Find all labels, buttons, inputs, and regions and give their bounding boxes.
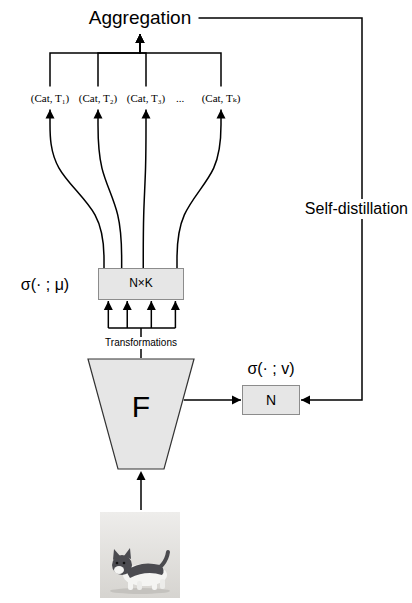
arrow-head [301, 396, 310, 405]
output-pair: (Cat, Tₖ) [199, 90, 244, 107]
connector [184, 396, 241, 405]
node-text: F [132, 390, 150, 425]
node-text: (Cat, T₁) [31, 92, 69, 105]
arrow-head [142, 110, 151, 119]
arrow-head [136, 34, 145, 43]
cat-photo [100, 512, 180, 598]
feature-extractor: F [87, 358, 195, 470]
cat-leg [160, 579, 165, 589]
cat-muzzle [114, 566, 124, 574]
output-pair: (Cat, T₃) [124, 90, 169, 107]
cat-leg [128, 580, 133, 590]
projection-head-box: N×K [98, 268, 184, 300]
transformations-label: Transformations [103, 337, 179, 349]
arrow-head [136, 34, 145, 43]
cat-ear [113, 549, 120, 560]
projection-head-box: N [242, 385, 300, 415]
input-arrow-head [137, 471, 146, 480]
cat-leg [137, 581, 142, 590]
connector [46, 110, 105, 269]
connector-line [98, 34, 140, 87]
connector [98, 34, 145, 87]
node-text: Aggregation [89, 7, 191, 29]
connector-line [177, 110, 221, 269]
connector [94, 110, 122, 269]
connector-line [98, 110, 122, 269]
connector [104, 301, 180, 358]
node-text: N×K [129, 277, 153, 291]
cat-eye [116, 562, 119, 565]
trapezoid-shape [88, 359, 194, 469]
arrow-head [217, 110, 226, 119]
arrow-head [147, 301, 156, 310]
input-arrow [137, 471, 146, 510]
connector [50, 34, 145, 87]
connector [177, 110, 226, 269]
arrow-head [171, 301, 180, 310]
connector [136, 34, 147, 87]
input-arrow-line [140, 478, 142, 510]
connector [136, 34, 222, 87]
node-text: (Cat, T₃) [127, 92, 165, 105]
node-text: (Cat, T₂) [79, 92, 117, 105]
cat-ear [124, 548, 131, 559]
photo-background [100, 512, 180, 598]
cat-leg [152, 580, 157, 590]
node-text: (Cat, Tₖ) [202, 92, 241, 105]
head-function-label: σ(· ; v) [247, 360, 294, 378]
arrow-head [232, 396, 241, 405]
ellipsis: ... [176, 92, 184, 105]
connector-line [50, 110, 104, 269]
output-pair: (Cat, T₂) [76, 90, 121, 107]
arrow-head [94, 110, 103, 119]
connector-line [140, 34, 221, 87]
edge-label: Self-distillation [304, 199, 409, 219]
arrow-head [123, 301, 132, 310]
arrow-head [136, 34, 145, 43]
cat-eye [123, 562, 126, 565]
connector-line [108, 327, 175, 329]
head-function-label: σ(· ; μ) [21, 276, 69, 294]
connector-line [50, 34, 140, 87]
connector [142, 110, 151, 269]
output-pair: (Cat, T₁) [28, 90, 73, 107]
connector-line [143, 110, 146, 269]
arrow-head [136, 34, 145, 43]
aggregation-node: Aggregation [86, 5, 195, 31]
arrow-head [46, 110, 55, 119]
node-text: N [266, 392, 276, 408]
arrow-head [104, 301, 113, 310]
